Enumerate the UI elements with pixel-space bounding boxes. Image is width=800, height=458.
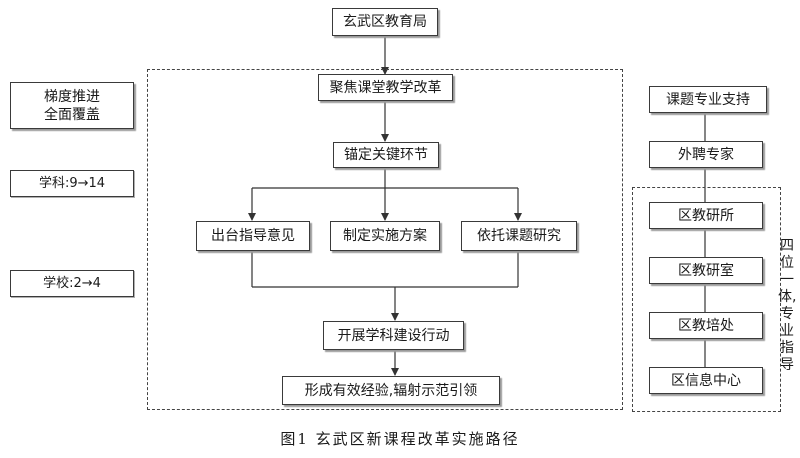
experts-label: 外聘专家 xyxy=(678,146,734,163)
result-box: 形成有效经验,辐射示范引领 xyxy=(282,376,500,405)
branch-label-2: 制定实施方案 xyxy=(343,228,427,244)
branch-box-3: 依托课题研究 xyxy=(461,221,577,251)
unit-label-4: 区信息中心 xyxy=(671,372,741,389)
figure-caption: 图1 玄武区新课程改革实施路径 xyxy=(280,430,520,448)
launch-label: 开展学科建设行动 xyxy=(337,327,450,344)
unit-label-1: 区教研所 xyxy=(678,207,734,224)
focus-box: 聚焦课堂教学改革 xyxy=(318,74,453,101)
experts-box: 外聘专家 xyxy=(649,141,763,168)
result-label: 形成有效经验,辐射示范引领 xyxy=(304,382,478,399)
gradient-box: 梯度推进 全面覆盖 xyxy=(10,82,134,129)
main-dashed-frame xyxy=(147,69,623,410)
bureau-box: 玄武区教育局 xyxy=(332,8,438,36)
launch-box: 开展学科建设行动 xyxy=(323,321,464,350)
bureau-label: 玄武区教育局 xyxy=(343,14,427,30)
gradient-label: 梯度推进 全面覆盖 xyxy=(44,88,100,123)
schools-box: 学校:2→4 xyxy=(10,270,134,297)
anchor-label: 锚定关键环节 xyxy=(344,147,428,163)
subjects-label: 学科:9→14 xyxy=(38,175,106,191)
branch-label-1: 出台指导意见 xyxy=(211,228,295,244)
unit-box-4: 区信息中心 xyxy=(649,367,763,394)
subjects-box: 学科:9→14 xyxy=(10,170,134,197)
branch-label-3: 依托课题研究 xyxy=(477,228,561,244)
branch-box-2: 制定实施方案 xyxy=(330,221,440,251)
support-label: 课题专业支持 xyxy=(666,91,750,108)
anchor-box: 锚定关键环节 xyxy=(333,142,439,168)
unit-box-1: 区教研所 xyxy=(649,202,763,229)
unit-box-3: 区教培处 xyxy=(649,312,763,339)
schools-label: 学校:2→4 xyxy=(43,275,101,291)
unit-box-2: 区教研室 xyxy=(649,257,763,284)
unit-label-3: 区教培处 xyxy=(678,317,734,334)
support-box: 课题专业支持 xyxy=(649,86,767,113)
four-in-one-label: 四位一体,专业指导 xyxy=(778,238,797,373)
units-dashed-frame xyxy=(632,187,781,412)
focus-label: 聚焦课堂教学改革 xyxy=(329,79,442,96)
branch-box-1: 出台指导意见 xyxy=(196,221,310,251)
unit-label-2: 区教研室 xyxy=(678,262,734,279)
